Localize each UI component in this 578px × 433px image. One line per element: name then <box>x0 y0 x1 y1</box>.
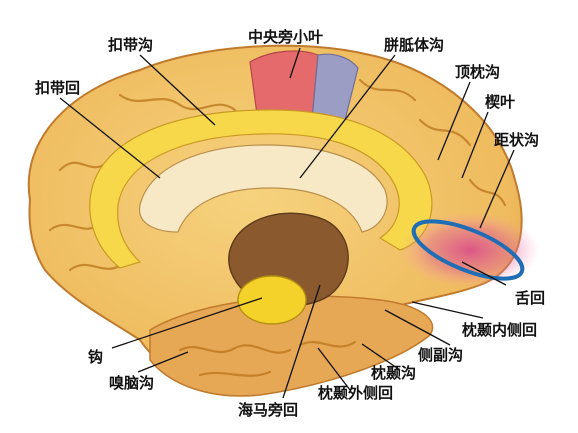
label-cingulate-sulcus: 扣带沟 <box>108 36 153 54</box>
label-parahippocampal-gyrus: 海马旁回 <box>238 401 298 419</box>
label-lateral-occipitotemporal-gyrus: 枕颞外侧回 <box>318 384 393 402</box>
calcarine-highlight-ring <box>411 219 525 281</box>
label-calcarine-sulcus: 距状沟 <box>494 131 539 149</box>
calcarine-glow <box>400 212 540 288</box>
label-lingual-gyrus: 舌回 <box>515 289 545 307</box>
label-occipitotemporal-sulcus: 枕颞沟 <box>371 364 416 382</box>
label-medial-occipitotemporal-gyrus: 枕颞内侧回 <box>462 321 537 339</box>
corpus-callosum <box>139 144 388 233</box>
label-rhinal-sulcus: 嗅脑沟 <box>109 374 154 392</box>
label-paracentral-lobule: 中央旁小叶 <box>248 28 323 46</box>
label-uncus: 钩 <box>88 348 103 366</box>
label-cuneus: 楔叶 <box>485 93 515 111</box>
uncus-structure <box>237 275 307 325</box>
label-cingulate-gyrus: 扣带回 <box>35 79 80 97</box>
label-collateral-sulcus: 侧副沟 <box>418 346 463 364</box>
cingulate-gyrus-band <box>89 109 433 269</box>
leader-lines <box>59 47 515 399</box>
label-callosal-sulcus: 胼胝体沟 <box>384 36 444 54</box>
label-parieto-occipital-sulcus: 顶枕沟 <box>455 63 500 81</box>
